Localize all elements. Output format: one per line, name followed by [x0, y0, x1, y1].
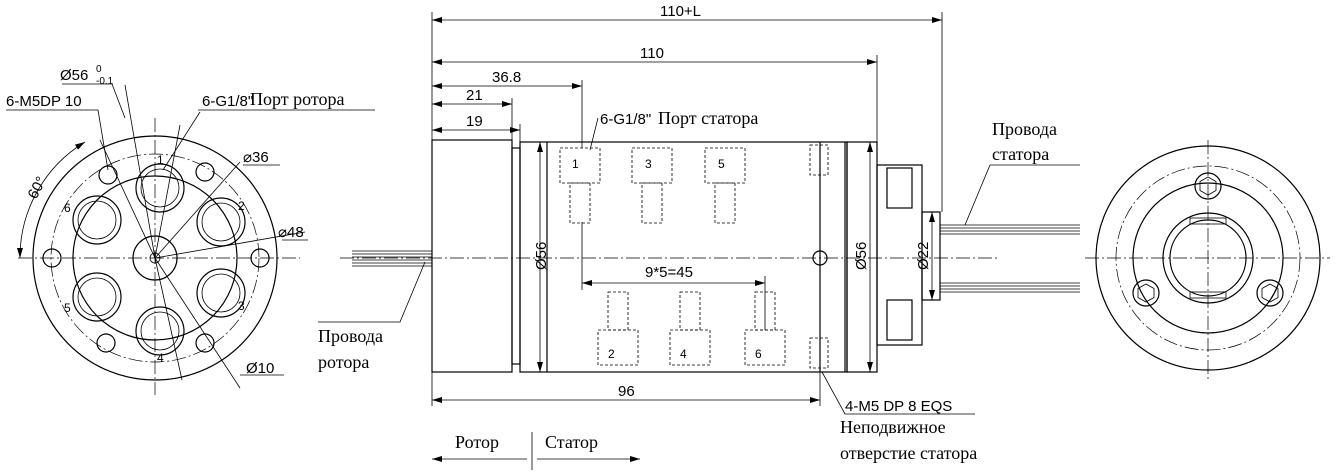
port-number: 1 — [572, 157, 579, 171]
legend-stator: Статор — [545, 432, 598, 452]
dim-stator-port: 6-G1/8" — [600, 111, 651, 128]
dim-body-length: 110 — [640, 45, 664, 62]
stator-wires-label-line1: Провода — [992, 119, 1057, 139]
legend-rotor: Ротор — [455, 432, 499, 452]
center-bore — [132, 235, 178, 281]
port-number: 2 — [238, 199, 245, 213]
port-number: 6 — [64, 201, 71, 215]
dim-total-length: 110+L — [660, 3, 701, 20]
rotor-wires — [352, 250, 432, 267]
port-number: 4 — [157, 351, 164, 365]
fixing-label-line2: отверстие статора — [840, 443, 977, 463]
main-body — [519, 141, 848, 373]
dim-fixing-holes: 4-M5 DP 8 EQS — [845, 398, 952, 415]
port-number: 3 — [645, 157, 652, 171]
dim-outer-diameter: Ø56 — [60, 67, 88, 84]
mounting-holes — [42, 162, 270, 353]
dim-angle: 60° — [25, 174, 51, 202]
dim-d22: Ø22 — [915, 242, 932, 270]
rotor-cap — [431, 139, 513, 373]
dim-rotor-port: 6-G1/8" — [202, 93, 253, 110]
dim-pitch: 9*5=45 — [645, 264, 693, 281]
dim-19: 19 — [466, 113, 483, 130]
port-number: 5 — [64, 301, 71, 315]
rotor-wires-label-line2: ротора — [318, 352, 369, 372]
rotor-ports — [72, 163, 246, 356]
dim-tolerance-lower: -0.1 — [96, 76, 114, 87]
dim-36-8: 36.8 — [492, 69, 521, 86]
dim-center: Ø10 — [246, 360, 274, 377]
dim-d56-left: Ø56 — [533, 242, 550, 270]
dim-pcd-inner: ⌀36 — [243, 149, 269, 166]
outer-flange-circle — [32, 135, 278, 381]
dim-pcd-outer: ⌀48 — [278, 224, 304, 241]
dim-mounting-holes: 6-M5DP 10 — [6, 93, 82, 110]
dim-96: 96 — [618, 383, 635, 400]
stator-wires-label-line2: статора — [992, 144, 1049, 164]
port-number: 5 — [718, 157, 725, 171]
stator-wires — [940, 224, 1080, 293]
dim-tolerance-upper: 0 — [96, 64, 102, 75]
port-number: 6 — [755, 347, 762, 361]
port-number: 3 — [238, 299, 245, 313]
port-number: 1 — [157, 153, 164, 167]
dim-d56-right: Ø56 — [853, 242, 870, 270]
rotor-wires-label-line1: Провода — [318, 326, 383, 346]
pcd-circle — [50, 153, 260, 363]
port-number: 2 — [608, 347, 615, 361]
port-number: 4 — [680, 347, 687, 361]
fixing-label-line1: Неподвижное — [840, 417, 946, 437]
side-view: 110+L 110 36.8 21 19 96 9*5=45 Ø56 Ø56 Ø… — [318, 3, 1080, 470]
left-end-view: Ø56 0 -0.1 6-M5DP 10 6-G1/8" Порт ротора… — [6, 64, 375, 395]
stator-ports-top — [559, 147, 746, 224]
rotor-port-label: Порт ротора — [250, 89, 345, 109]
stator-bolts — [1132, 172, 1284, 307]
right-end-view — [1085, 140, 1330, 380]
dim-21: 21 — [466, 87, 483, 104]
stator-port-label: Порт статора — [658, 108, 758, 128]
inner-circle — [72, 175, 238, 341]
outer-circle — [1095, 145, 1321, 371]
rotor-stator-legend: Ротор Статор — [432, 432, 640, 470]
